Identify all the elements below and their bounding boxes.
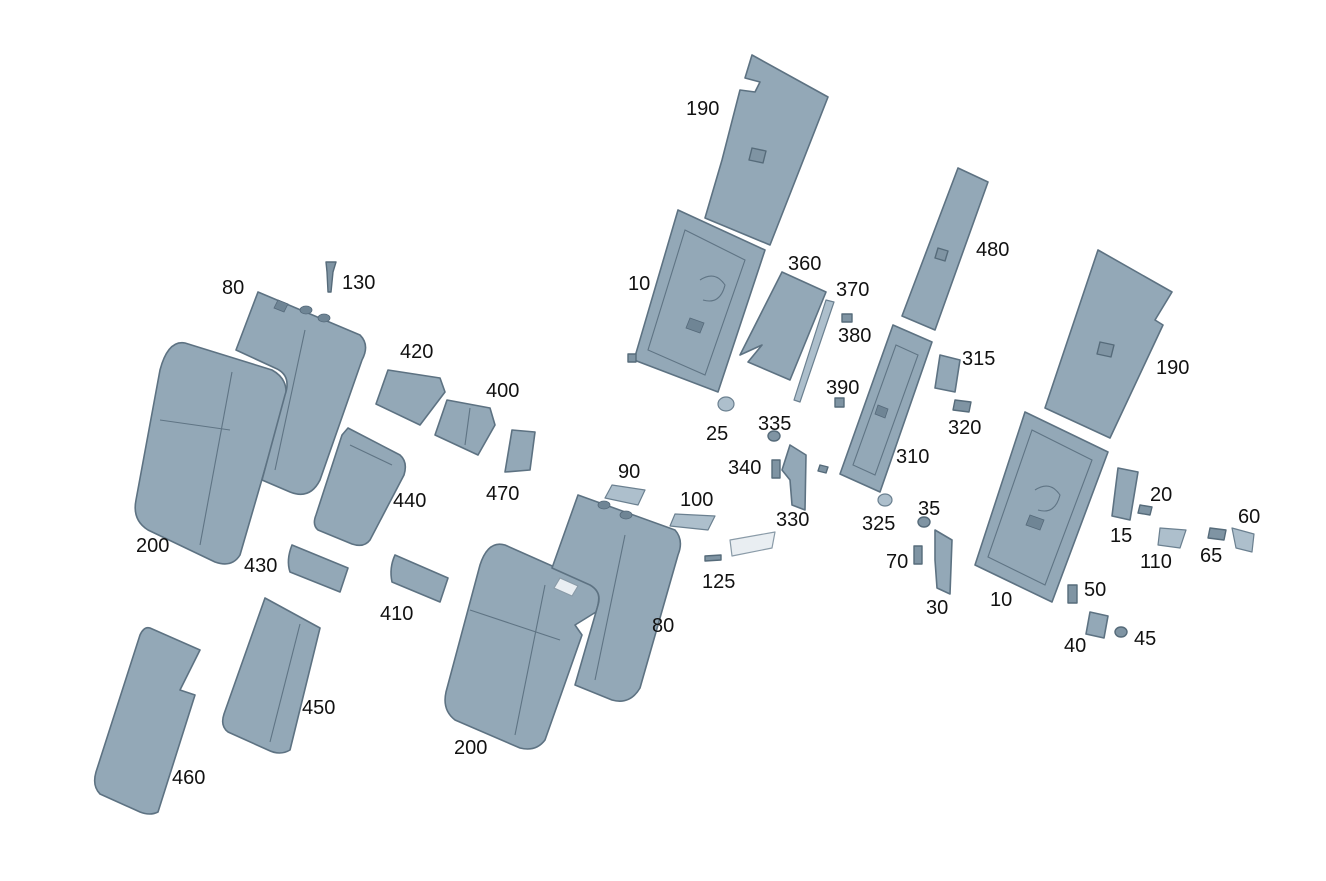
seat-back-frame-right: [974, 411, 1109, 603]
label-35: 35: [918, 498, 940, 520]
label-370: 370: [836, 279, 869, 301]
frame-310: [817, 324, 933, 493]
cover-430: [287, 544, 349, 593]
label-320: 320: [948, 417, 981, 439]
pad-480: [901, 167, 989, 331]
trim-90: [604, 484, 646, 506]
bolster-upper: [235, 291, 367, 496]
label-125: 125: [702, 571, 735, 593]
label-200-lower: 200: [454, 737, 487, 759]
seat-pad-upper-left: [704, 54, 829, 246]
label-325: 325: [862, 513, 895, 535]
cover-400: [434, 399, 496, 456]
label-440: 440: [393, 490, 426, 512]
nut-335: [767, 430, 781, 442]
label-380: 380: [838, 325, 871, 347]
label-480: 480: [976, 239, 1009, 261]
strip-370: [793, 299, 835, 403]
label-45: 45: [1134, 628, 1156, 650]
nut-325: [877, 493, 893, 507]
label-340: 340: [728, 457, 761, 479]
bolt-390: [834, 397, 845, 408]
label-420: 420: [400, 341, 433, 363]
seat-cushion-upper: [134, 341, 287, 565]
label-190-upper: 190: [686, 98, 719, 120]
label-110: 110: [1140, 551, 1172, 573]
label-10-right: 10: [990, 589, 1012, 611]
bracket-110: [1157, 527, 1187, 549]
cover-410: [390, 554, 449, 603]
bolt-380: [841, 313, 853, 323]
label-40: 40: [1064, 635, 1086, 657]
label-90: 90: [618, 461, 640, 483]
armrest-440: [313, 427, 407, 547]
panel-360: [739, 271, 827, 381]
label-310: 310: [896, 446, 929, 468]
label-460: 460: [172, 767, 205, 789]
label-15: 15: [1110, 525, 1132, 547]
label-60: 60: [1238, 506, 1260, 528]
bolt-340: [771, 459, 781, 479]
label-200-upper: 200: [136, 535, 169, 557]
label-410: 410: [380, 603, 413, 625]
bolt-20: [1137, 504, 1153, 516]
label-100: 100: [680, 489, 713, 511]
label-10-left: 10: [628, 273, 650, 295]
nut-45: [1114, 626, 1128, 638]
label-190-right: 190: [1156, 357, 1189, 379]
bracket-30: [934, 529, 953, 595]
cover-450: [221, 597, 321, 754]
label-330: 330: [776, 509, 809, 531]
label-400: 400: [486, 380, 519, 402]
bolster-lower: [551, 494, 682, 702]
cover-420: [375, 369, 446, 426]
bolt-320: [952, 399, 972, 413]
seat-pad-right: [1044, 249, 1173, 439]
label-430: 430: [244, 555, 277, 577]
label-50: 50: [1084, 579, 1106, 601]
bracket-60: [1231, 527, 1255, 553]
trim-100: [669, 513, 716, 531]
label-80-upper: 80: [222, 277, 244, 299]
label-65: 65: [1200, 545, 1222, 567]
latch-315: [934, 354, 961, 393]
label-335: 335: [758, 413, 791, 435]
pin-130: [325, 261, 337, 293]
clip-125: [704, 531, 776, 562]
label-450: 450: [302, 697, 335, 719]
label-360: 360: [788, 253, 821, 275]
seat-back-frame-left: [627, 209, 766, 393]
label-315: 315: [962, 348, 995, 370]
label-470: 470: [486, 483, 519, 505]
panel-15: [1111, 467, 1139, 521]
bracket-470: [504, 429, 536, 473]
label-390: 390: [826, 377, 859, 399]
bolt-50: [1067, 584, 1078, 604]
label-80-lower: 80: [652, 615, 674, 637]
nut-35: [917, 516, 931, 528]
label-20: 20: [1150, 484, 1172, 506]
bolt-65: [1207, 527, 1227, 541]
nut-25: [717, 396, 735, 412]
cover-460: [93, 626, 201, 815]
hinge-40: [1085, 611, 1109, 639]
bolt-70: [913, 545, 923, 565]
label-130: 130: [342, 272, 375, 294]
label-30: 30: [926, 597, 948, 619]
bracket-330: [781, 444, 807, 511]
label-70: 70: [886, 551, 908, 573]
label-25: 25: [706, 423, 728, 445]
